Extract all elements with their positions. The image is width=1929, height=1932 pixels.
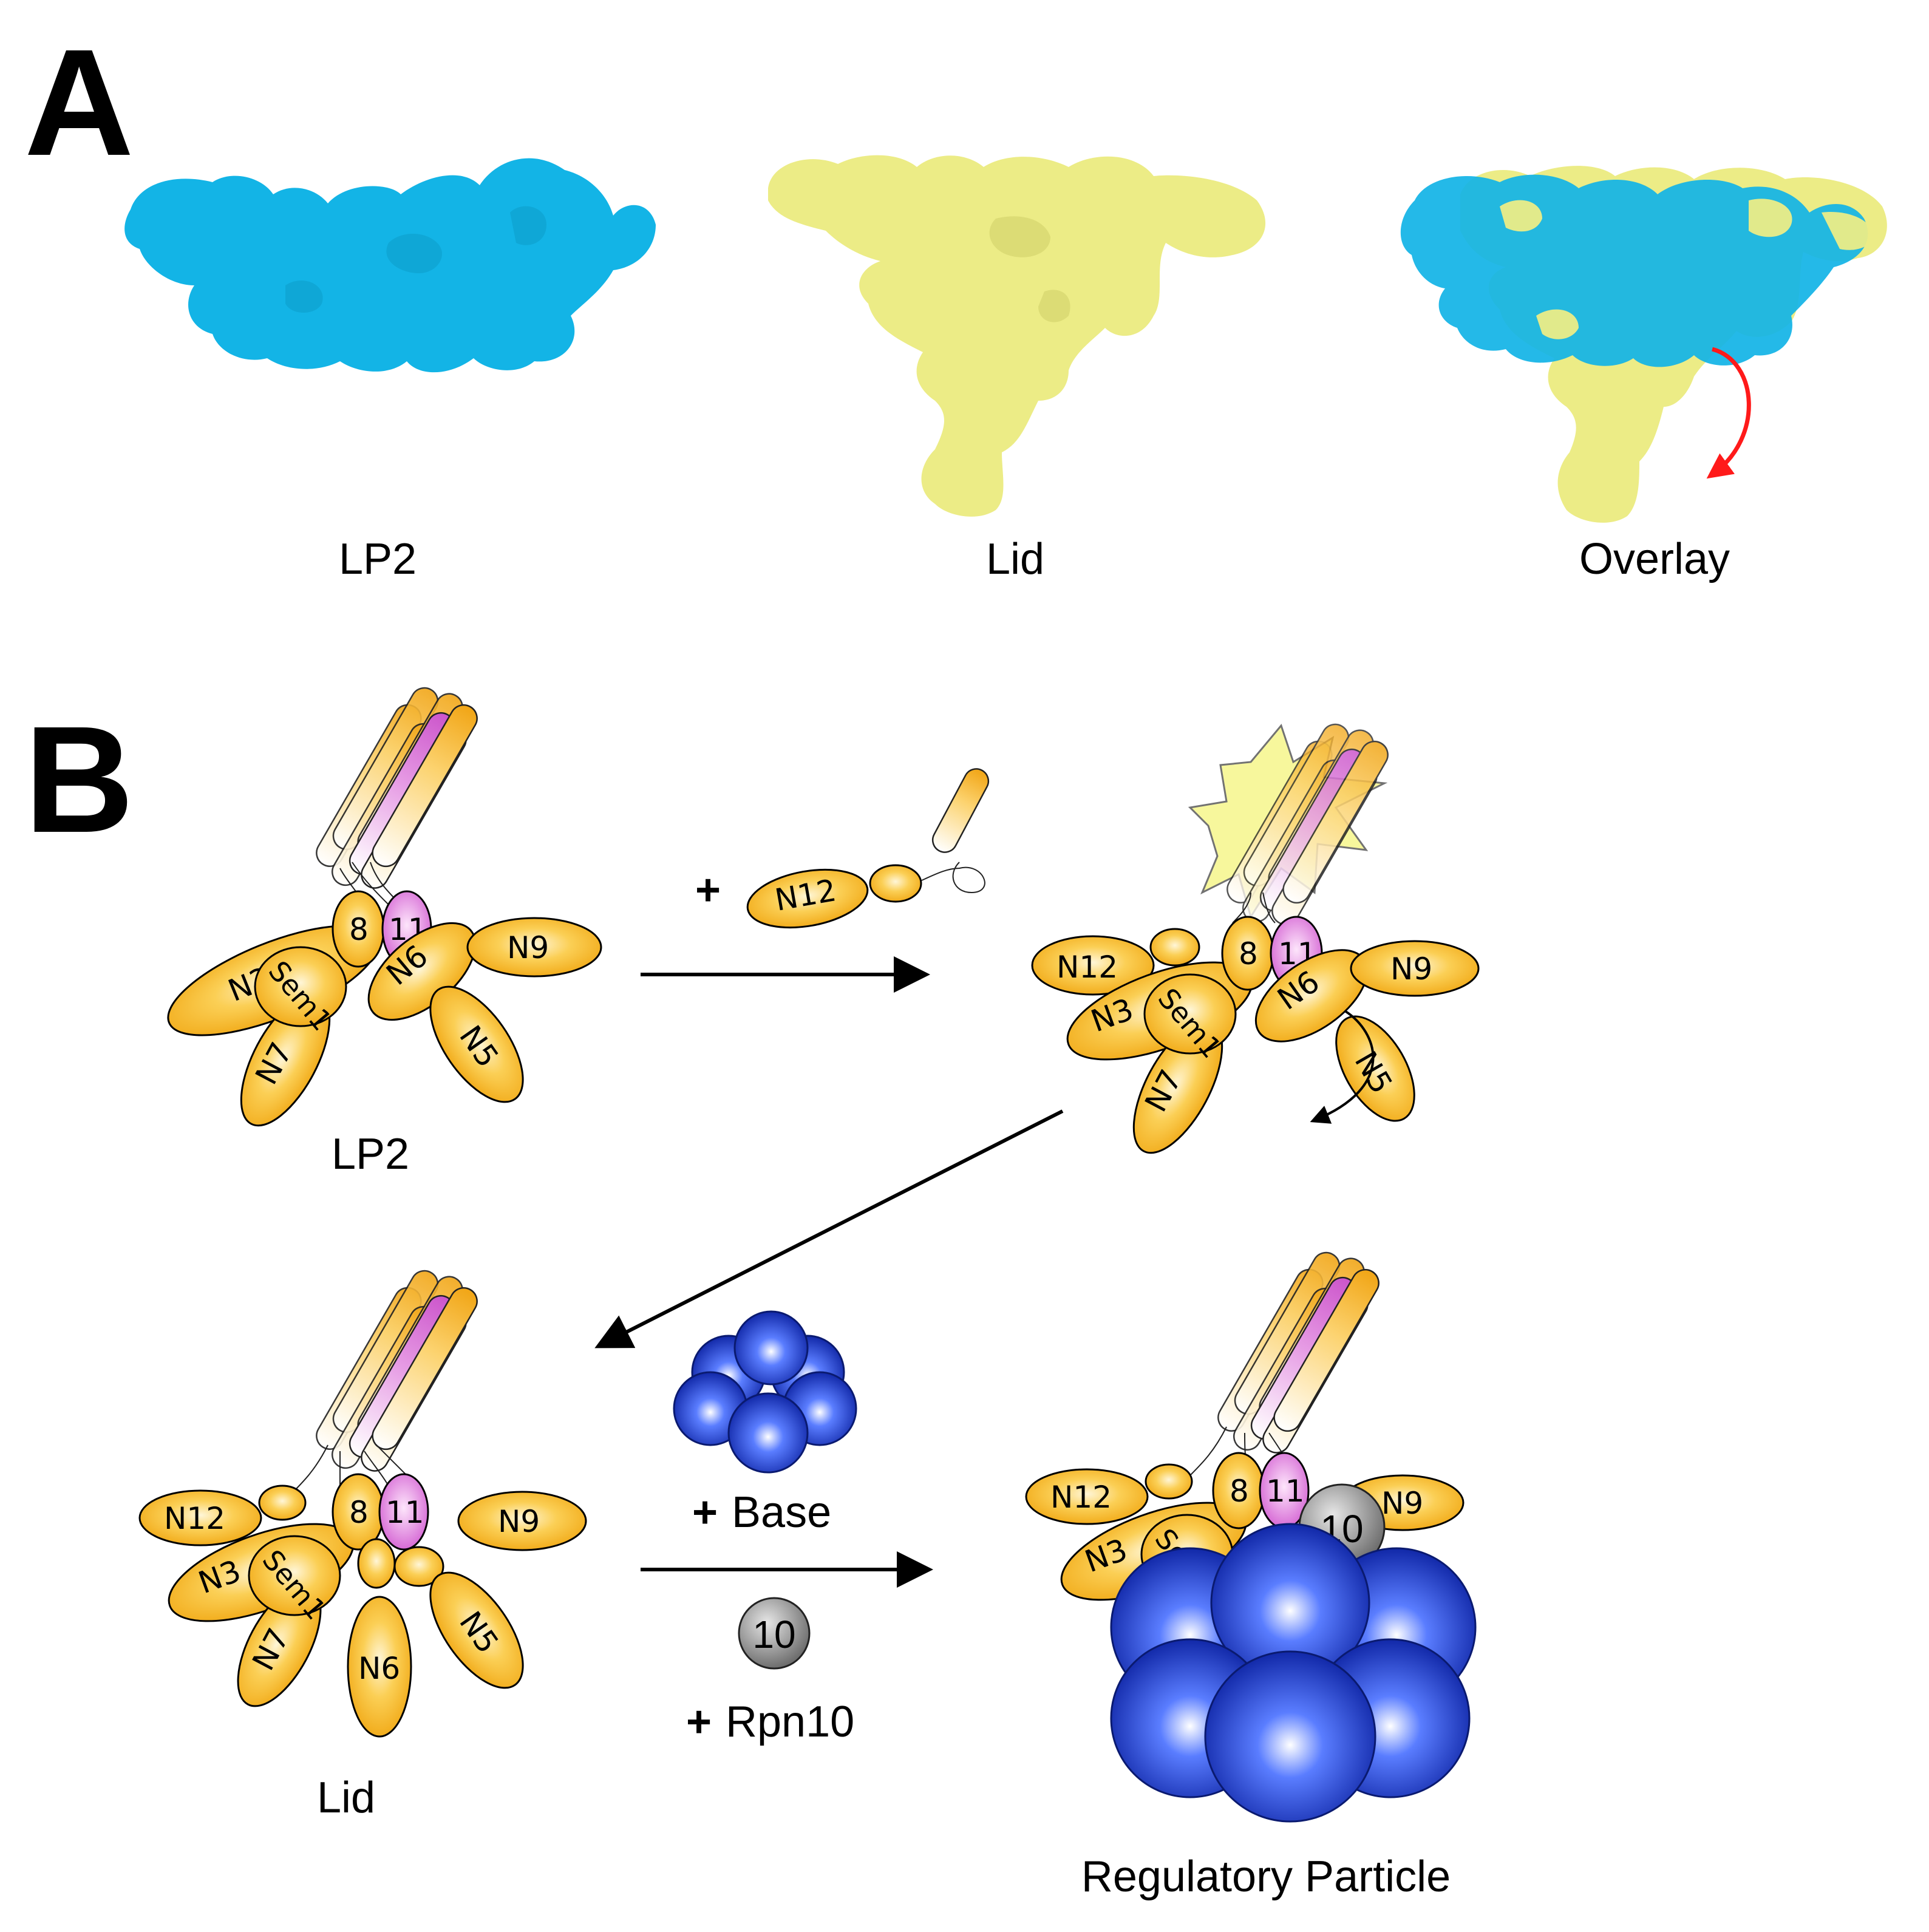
int-subunit-n5: [1335, 1015, 1415, 1122]
caption-regulatory-particle: Regulatory Particle: [1081, 1852, 1451, 1901]
int-subunit-n9: [1350, 940, 1480, 997]
lid-label-n6: N6: [358, 1651, 400, 1686]
lid-n5-linker-domain: [393, 1546, 444, 1587]
int-label-n12: N12: [1056, 950, 1118, 985]
rpn10-label: Rpn10: [726, 1698, 854, 1746]
base-label: Base: [732, 1488, 831, 1537]
lp2-subunit-n5: [429, 985, 524, 1103]
lid-helical-bundle: [307, 1256, 485, 1488]
rpn10-icon-label: 10: [752, 1613, 795, 1656]
rp-label-rpn8: 8: [1230, 1474, 1249, 1509]
lid-subunit-rpn11: [378, 1473, 429, 1551]
rp-label-n9: N9: [1381, 1486, 1423, 1521]
int-label-n9: N9: [1390, 951, 1432, 987]
rpn10-plus-sign: +: [686, 1698, 712, 1746]
caption-lp2-density: LP2: [339, 535, 417, 583]
rpn12-subunit: [746, 868, 869, 929]
int-rpn12-small-domain: [1149, 928, 1200, 967]
int-label-rpn8: 8: [1239, 936, 1258, 971]
lid-rpn12-small-domain: [258, 1485, 307, 1521]
caption-lp2-cartoon: LP2: [332, 1130, 409, 1179]
rpn12-small-domain: [869, 864, 922, 903]
rp-label-n12: N12: [1050, 1480, 1112, 1515]
lid-subunit-n5: [429, 1571, 524, 1689]
rpn12-addition: + N12: [695, 768, 990, 929]
lid-subunit-sem1-head: [248, 1535, 341, 1616]
caption-lid-density: Lid: [986, 535, 1044, 583]
lid-subunit-n12: [138, 1489, 262, 1546]
regulatory-particle-cartoon: N12 N3 Sem1 8 11 N9 10: [1025, 1237, 1477, 1823]
overlay-density-map: [1400, 166, 1887, 523]
arrow-intermediate-to-lid: [594, 1109, 1064, 1349]
lp2-label-n9: N9: [507, 930, 549, 965]
panel-a-letter: A: [24, 18, 134, 187]
caption-overlay: Overlay: [1579, 535, 1730, 583]
lid-subunit-n9: [457, 1491, 587, 1551]
intermediate-cartoon: N12 N3 N7 Sem1 8 11 N6 N9 N5: [1031, 709, 1480, 1154]
rp-base-ring: [1110, 1523, 1477, 1823]
int-subunit-n12: [1031, 935, 1155, 996]
panel-b-letter: B: [24, 695, 134, 864]
lid-n6-linker-domain: [357, 1538, 396, 1589]
lp2-helical-bundle: [307, 673, 485, 905]
lp2-subunit-sem1-head: [254, 946, 347, 1027]
lid-cartoon: N12 N3 N7 Sem1 8 11 N6 N9 N5: [138, 1256, 587, 1738]
int-subunit-sem1-head: [1143, 973, 1237, 1055]
rp-rpn12-small-domain: [1145, 1463, 1193, 1500]
rp-label-rpn11: 11: [1266, 1474, 1305, 1509]
lid-density-map: [768, 155, 1266, 517]
base-plus-sign: +: [692, 1488, 718, 1537]
rp-subunit-n12: [1025, 1468, 1149, 1525]
rpn10-icon: [738, 1597, 811, 1670]
rpn12-plus-sign: +: [695, 866, 721, 914]
caption-lid-cartoon: Lid: [317, 1774, 375, 1822]
rpn12-helix: [931, 768, 990, 853]
lid-subunit-n6: [347, 1596, 412, 1738]
lid-label-rpn11: 11: [386, 1495, 424, 1530]
lp2-density-map: [124, 158, 656, 373]
lp2-label-rpn8: 8: [349, 912, 369, 947]
lp2-subunit-n9: [466, 917, 602, 978]
lid-label-n9: N9: [498, 1504, 540, 1539]
rp-helical-bundle: [1208, 1237, 1387, 1469]
n5-rotation-arrow: [1310, 1010, 1375, 1124]
overlay-rotation-arrow: [1706, 347, 1751, 479]
lp2-cartoon: N3 N7 Sem1 8 11 N6 N9 N5: [167, 673, 602, 1127]
base-icon: [673, 1310, 857, 1474]
lid-label-rpn8: 8: [349, 1495, 369, 1530]
lid-label-n12: N12: [164, 1501, 225, 1536]
